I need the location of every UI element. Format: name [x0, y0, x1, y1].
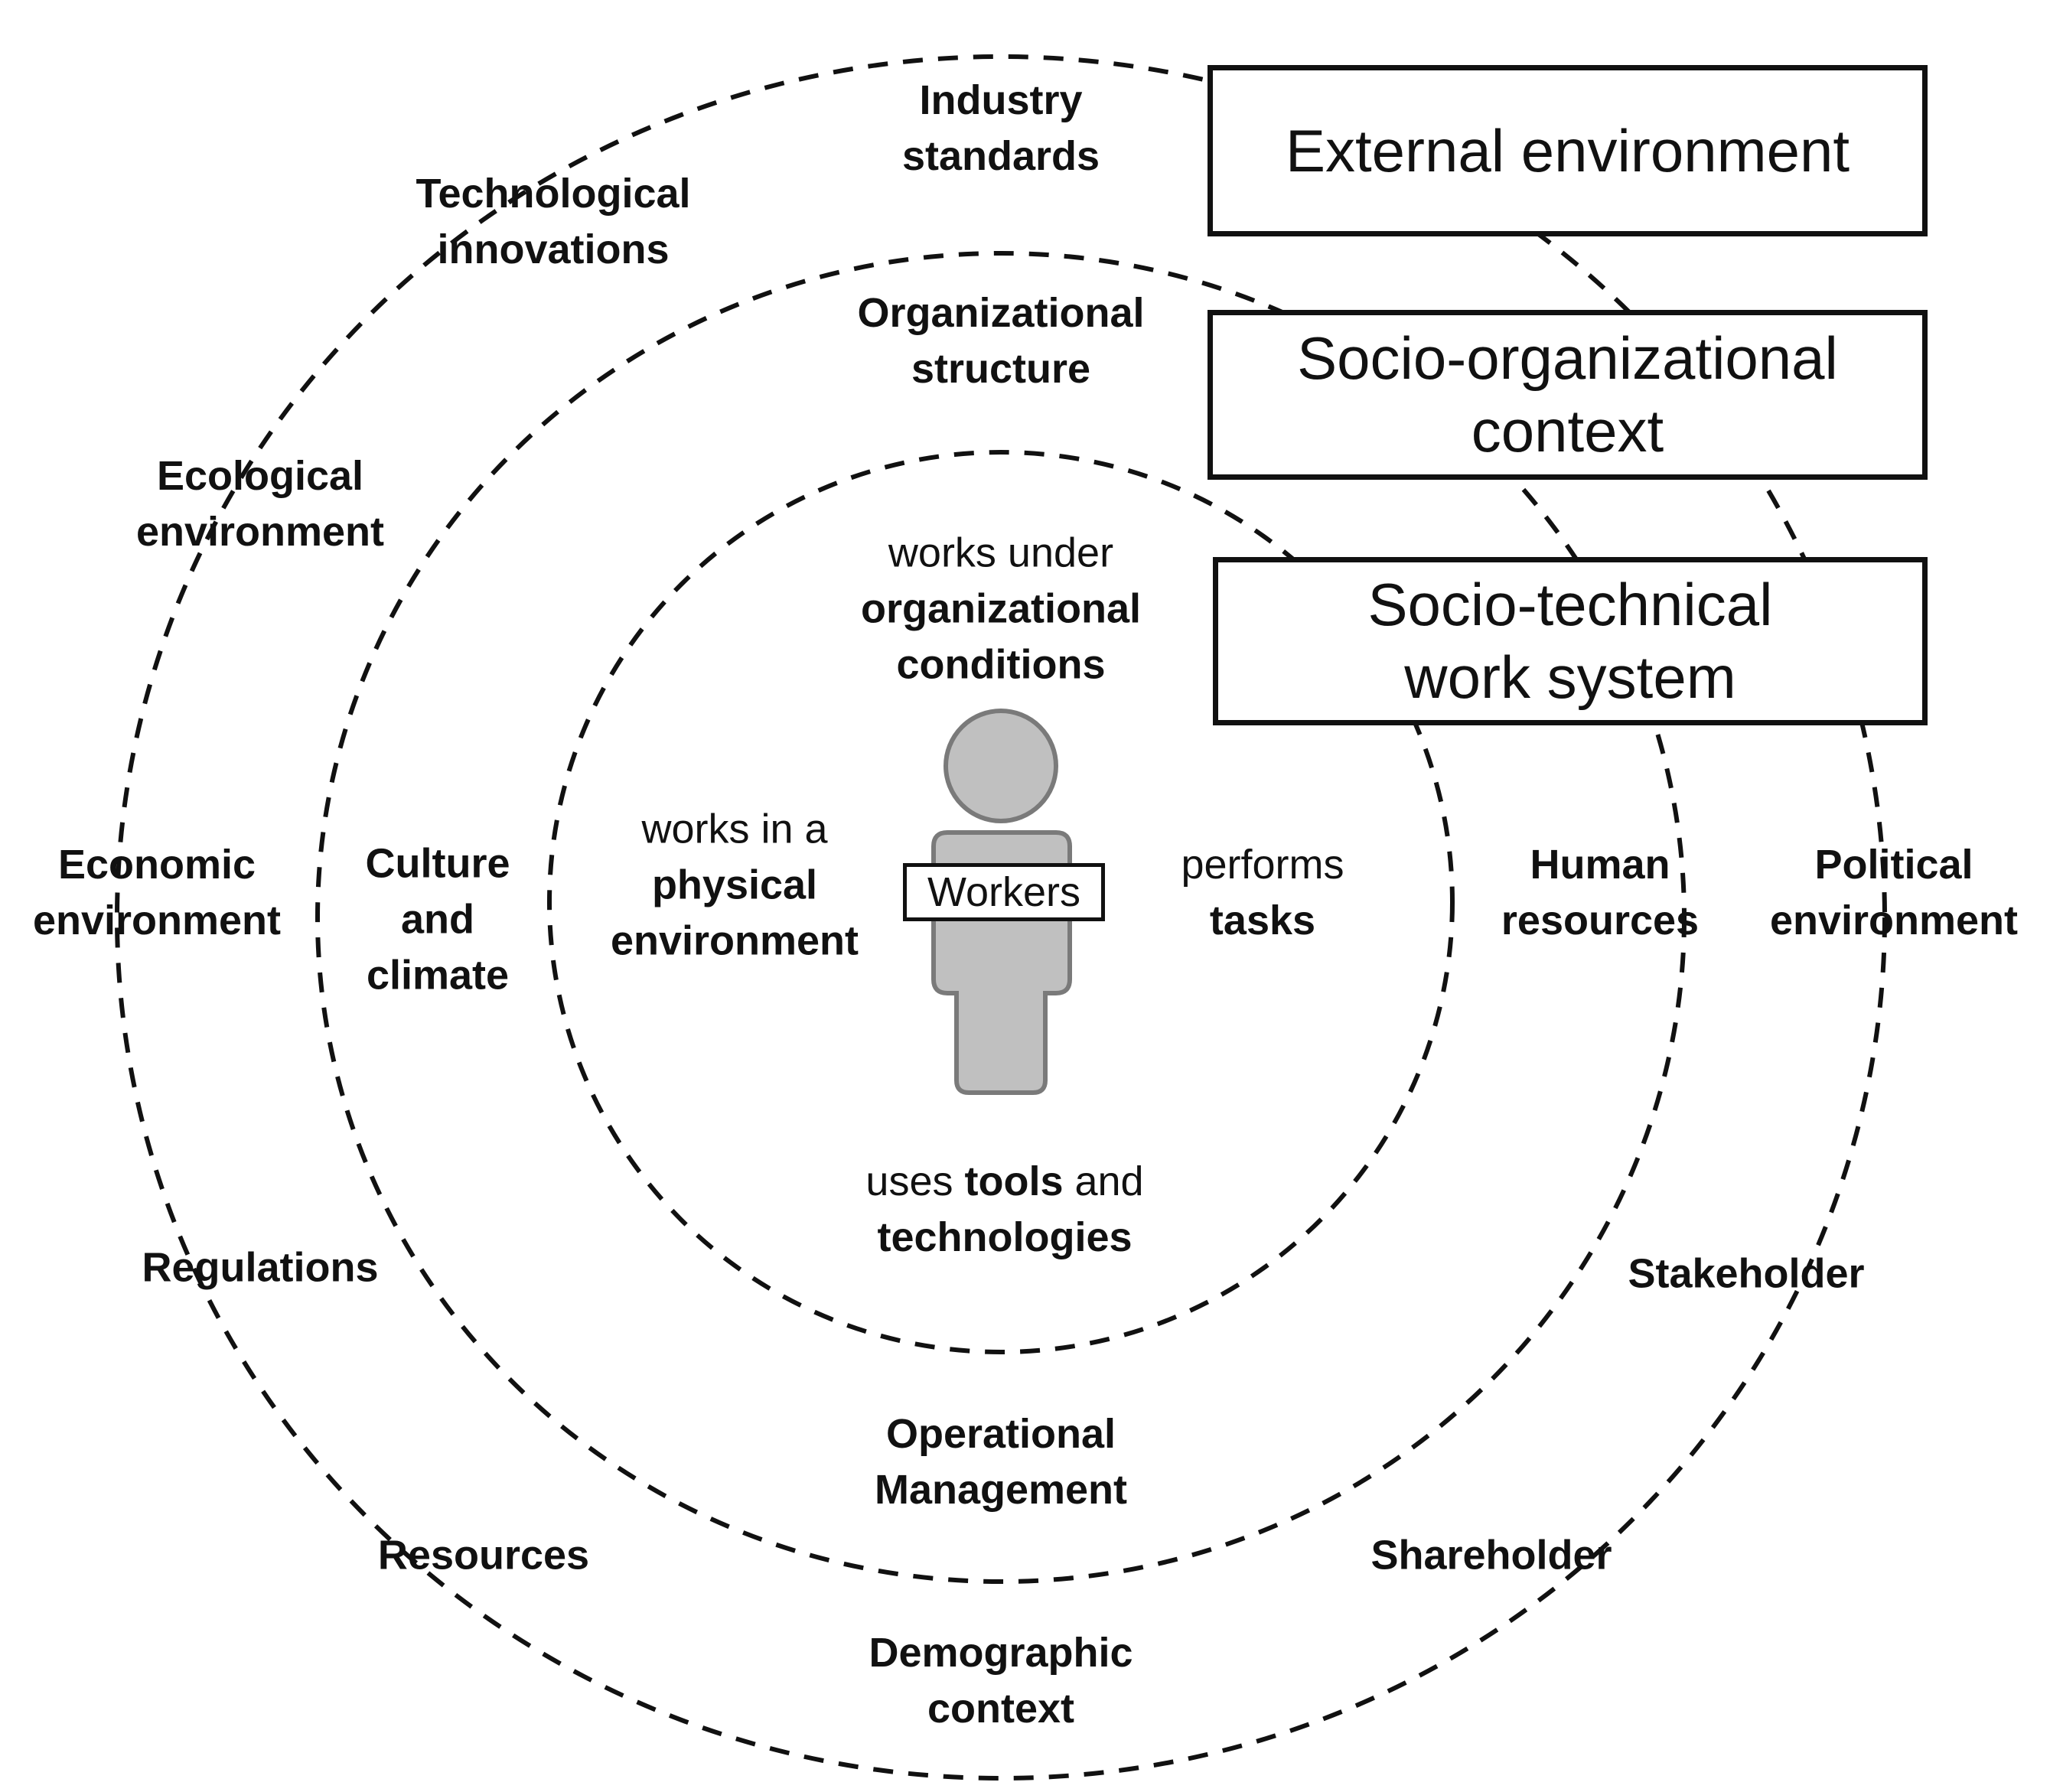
- factor-culture-and-climate: Culture and climate: [365, 840, 510, 999]
- relation-tools-and-technologies: uses tools and technologies: [865, 1158, 1144, 1260]
- workers-label: Workers: [903, 863, 1105, 921]
- factor-stakeholder: Stakeholder: [1628, 1250, 1865, 1297]
- factor-shareholder: Shareholder: [1370, 1532, 1612, 1579]
- socio-technical-box: Socio-technical work system: [1213, 557, 1928, 725]
- person-head: [944, 709, 1058, 823]
- socio-organizational-box: Socio-organizational context: [1208, 310, 1928, 480]
- factor-organizational-structure: Organizational structure: [857, 290, 1145, 392]
- factor-operational-management: Operational Management: [874, 1411, 1128, 1513]
- socio-technical-title-line2: work system: [1404, 643, 1736, 711]
- socio-technical-circle: [547, 450, 1455, 1354]
- external-environment-circle: [115, 54, 1887, 1781]
- external-environment-box: External environment: [1208, 65, 1928, 236]
- factor-demographic-context: Demographic context: [869, 1630, 1133, 1732]
- socio-organizational-title-line1: Socio-organizational: [1297, 324, 1838, 392]
- socio-organizational-circle: [315, 251, 1687, 1584]
- factor-economic-environment: Economic environment: [32, 842, 282, 943]
- relation-tasks: performs tasks: [1181, 842, 1344, 943]
- factor-technological-innovations: Technological innovations: [416, 171, 691, 272]
- factor-industry-standards: Industry standards: [901, 77, 1100, 179]
- relation-physical-environment: works in a physical environment: [610, 806, 859, 964]
- factor-human-resources: Human resources: [1501, 842, 1700, 943]
- factor-regulations: Regulations: [142, 1244, 379, 1291]
- factor-political-environment: Political environment: [1769, 842, 2019, 943]
- factor-resources: Resources: [377, 1532, 590, 1579]
- external-environment-title: External environment: [1285, 116, 1850, 184]
- socio-organizational-title-line2: context: [1471, 397, 1664, 464]
- relation-organizational-conditions: works under organizational conditions: [860, 529, 1142, 688]
- socio-technical-title-line1: Socio-technical: [1367, 571, 1773, 638]
- factor-ecological-environment: Ecological environment: [135, 453, 385, 555]
